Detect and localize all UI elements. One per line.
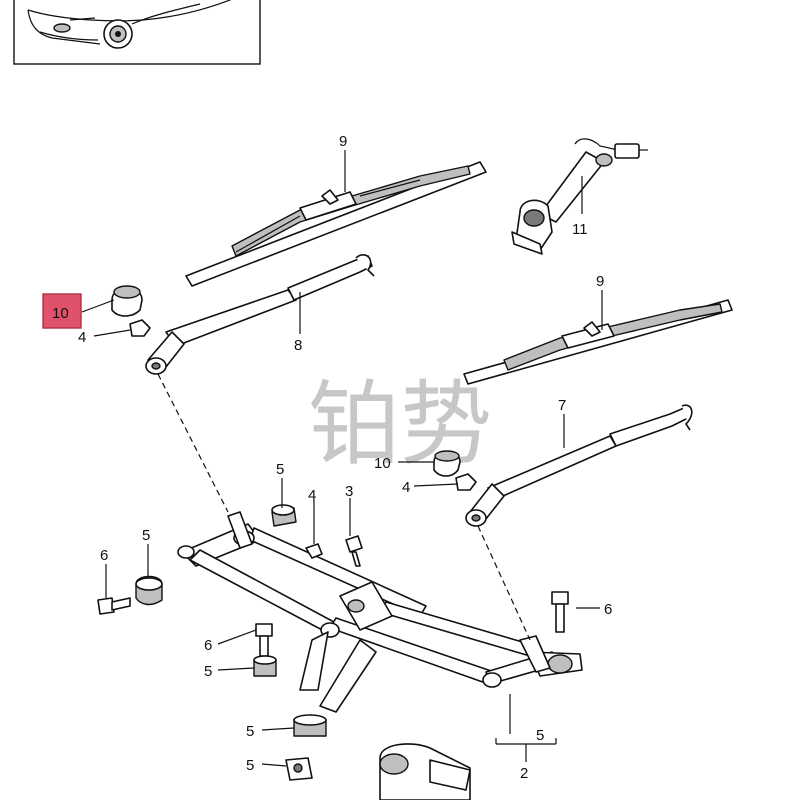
part-labels: 9 11 9 10 4 8 7 10 4 5 4 3 6 5 6 6 5 5 5… [52,133,612,782]
wiper-blade-lower[interactable] [463,299,733,385]
label-part-10-highlighted[interactable]: 10 [52,305,69,322]
vehicle-thumbnail [13,0,261,65]
watermark-text: 铂势 [308,371,492,478]
label-part-6-b[interactable]: 6 [204,637,212,654]
wiper-blade-upper[interactable] [185,161,487,287]
label-part-8[interactable]: 8 [294,337,302,354]
nut-4b[interactable] [305,543,323,559]
label-part-10-middle[interactable]: 10 [374,455,391,472]
part-10-highlight[interactable] [42,293,82,329]
rubber-mount-5c[interactable] [293,714,327,737]
bolt-6left[interactable] [97,597,131,615]
label-part-5-c[interactable]: 5 [246,723,254,740]
label-part-9-lower[interactable]: 9 [596,273,604,290]
label-part-5-bracket[interactable]: 5 [536,727,544,744]
bolt-6right[interactable] [551,591,569,633]
label-part-5-d[interactable]: 5 [246,757,254,774]
washer-nozzle[interactable] [511,138,648,255]
clip-5d[interactable] [285,757,313,781]
label-part-4-b[interactable]: 4 [308,487,316,504]
cap-nut-left[interactable] [111,285,151,337]
label-part-6-right[interactable]: 6 [604,601,612,618]
label-part-2[interactable]: 2 [520,765,528,782]
wiper-motor[interactable] [379,743,471,800]
label-part-7[interactable]: 7 [558,397,566,414]
assembly-line-right [477,525,531,641]
wiper-arm-left[interactable] [145,254,375,375]
bolt-6b[interactable] [255,623,273,657]
cap-nut-middle[interactable] [433,450,477,491]
wiper-arm-right[interactable] [465,404,693,527]
leader-lines [81,150,603,767]
rubber-mount-5a[interactable] [271,504,297,527]
bolt-3[interactable] [345,535,363,567]
label-part-3[interactable]: 3 [345,483,353,500]
label-part-5-left[interactable]: 5 [142,527,150,544]
label-part-6-left[interactable]: 6 [100,547,108,564]
label-part-5-a[interactable]: 5 [276,461,284,478]
rubber-mount-5left[interactable] [135,575,163,606]
label-part-5-b[interactable]: 5 [204,663,212,680]
grommet-5b[interactable] [253,655,277,677]
label-part-4-left[interactable]: 4 [78,329,86,346]
label-part-11[interactable]: 11 [572,221,588,238]
label-part-9-upper[interactable]: 9 [339,133,347,150]
wiper-linkage-frame[interactable] [177,511,583,713]
label-part-4-middle[interactable]: 4 [402,479,410,496]
assembly-line-left [157,373,229,513]
